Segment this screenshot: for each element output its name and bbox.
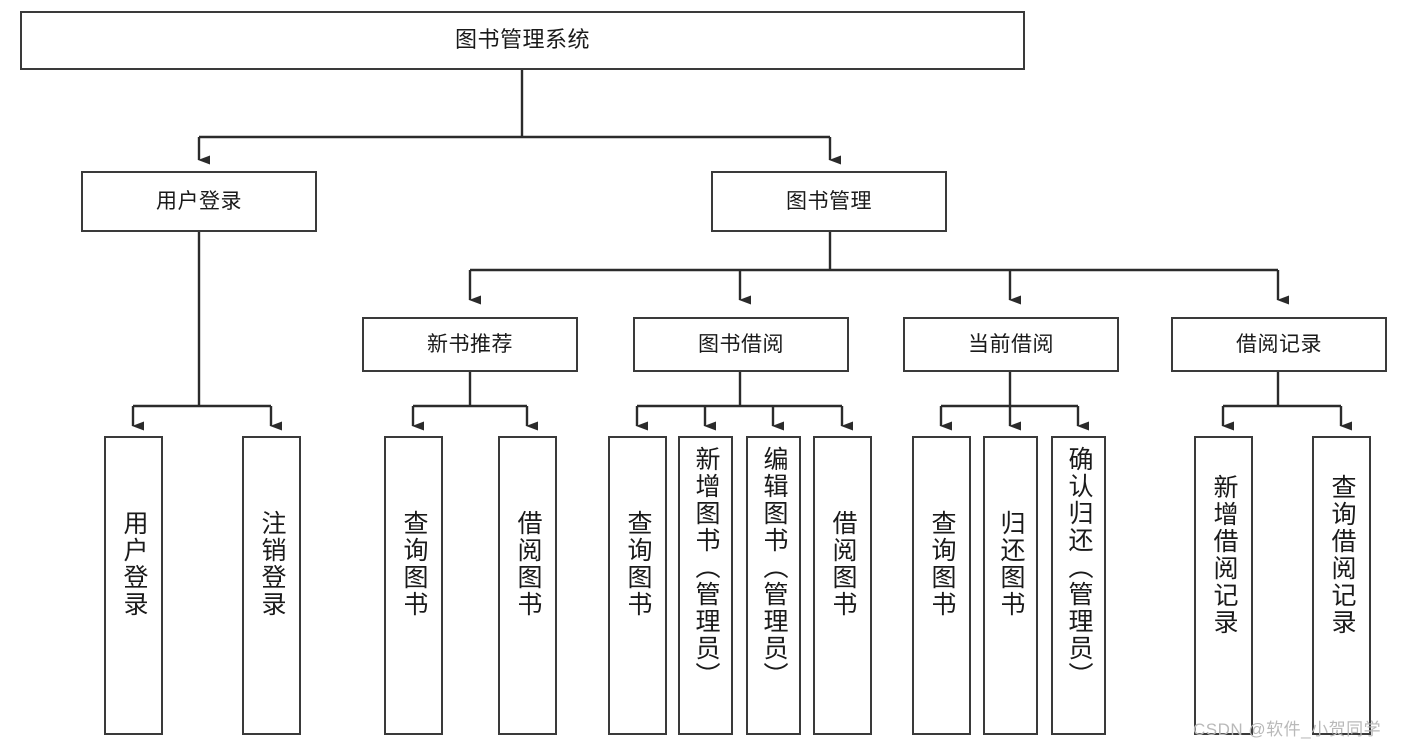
node-label: 用户登录: [156, 189, 242, 213]
leaf-current-return-book[interactable]: 归还图书: [983, 436, 1038, 735]
node-label: 图书管理系统: [454, 27, 590, 53]
node-book-borrow[interactable]: 图书借阅: [633, 317, 849, 372]
node-label: 用户登录: [120, 510, 148, 618]
node-label: 新增借阅记录: [1210, 474, 1238, 636]
node-label: 注销登录: [258, 510, 286, 618]
leaf-user-logout[interactable]: 注销登录: [242, 436, 301, 735]
leaf-borrow-query-book[interactable]: 查询图书: [608, 436, 667, 735]
node-label: 新增图书（管理员）: [692, 446, 720, 689]
node-label: 借阅图书: [829, 510, 857, 618]
leaf-borrow-edit-book[interactable]: 编辑图书（管理员）: [746, 436, 801, 735]
node-label: 归还图书: [997, 510, 1025, 618]
node-label: 确认归还（管理员）: [1065, 446, 1093, 689]
node-label: 查询借阅记录: [1328, 474, 1356, 636]
node-root-system[interactable]: 图书管理系统: [20, 11, 1025, 70]
node-label: 图书借阅: [698, 332, 784, 356]
node-label: 查询图书: [624, 510, 652, 618]
leaf-borrow-add-book[interactable]: 新增图书（管理员）: [678, 436, 733, 735]
leaf-borrow-borrow-book[interactable]: 借阅图书: [813, 436, 872, 735]
node-label: 当前借阅: [968, 332, 1054, 356]
node-label: 借阅图书: [514, 510, 542, 618]
node-label: 编辑图书（管理员）: [760, 446, 788, 689]
node-borrow-record[interactable]: 借阅记录: [1171, 317, 1387, 372]
csdn-watermark: CSDN @软件_小贺同学: [1193, 720, 1382, 739]
leaf-recommend-borrow-book[interactable]: 借阅图书: [498, 436, 557, 735]
leaf-current-confirm-return[interactable]: 确认归还（管理员）: [1051, 436, 1106, 735]
node-user-login[interactable]: 用户登录: [81, 171, 317, 232]
leaf-user-login[interactable]: 用户登录: [104, 436, 163, 735]
node-current-borrow[interactable]: 当前借阅: [903, 317, 1119, 372]
leaf-current-query-book[interactable]: 查询图书: [912, 436, 971, 735]
node-label: 查询图书: [928, 510, 956, 618]
node-label: 查询图书: [400, 510, 428, 618]
leaf-recommend-query-book[interactable]: 查询图书: [384, 436, 443, 735]
node-book-management[interactable]: 图书管理: [711, 171, 947, 232]
leaf-record-query-record[interactable]: 查询借阅记录: [1312, 436, 1371, 735]
node-label: 新书推荐: [427, 332, 513, 356]
leaf-record-add-record[interactable]: 新增借阅记录: [1194, 436, 1253, 735]
node-new-book-recommend[interactable]: 新书推荐: [362, 317, 578, 372]
node-label: 图书管理: [786, 189, 872, 213]
node-label: 借阅记录: [1236, 332, 1322, 356]
